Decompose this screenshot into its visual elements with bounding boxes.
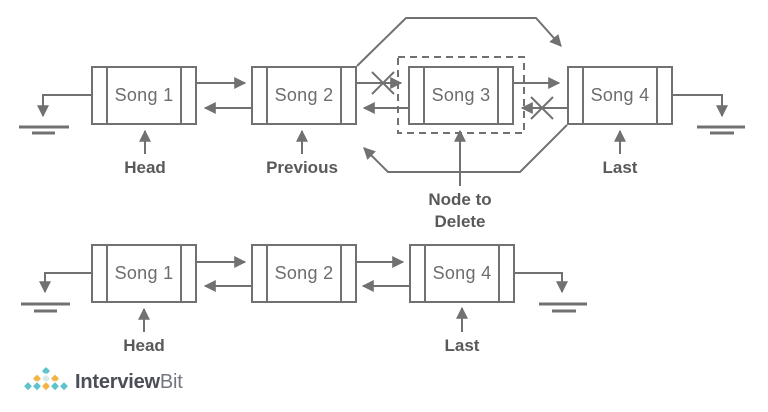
prev-pointer-cell [266,246,268,301]
logo-diamond [49,380,61,392]
last-label-top: Last [602,158,638,177]
logo-text-bit: Bit [159,371,183,393]
next-pointer-cell [180,246,182,301]
node-label: Song 1 [114,263,174,283]
next-pointer-cell [497,68,499,123]
node-song4-bottom: Song 4 [409,244,515,303]
ground-right-bottom-line [515,272,568,294]
node-label: Song 2 [274,85,334,105]
node-to-delete-label: Node to Delete [428,189,491,233]
logo-text-interview: Interview [75,371,160,393]
logo-diamond [31,380,43,392]
node-to-delete-label-line2: Delete [434,212,486,231]
last-label-bottom: Last [444,336,480,355]
node-song1-bottom: Song 1 [91,244,197,303]
next-pointer-cell [180,68,182,123]
next-pointer-cell [340,246,342,301]
node-song3-top: Song 3 [408,66,514,125]
node-label: Song 4 [590,85,650,105]
node-song4-top: Song 4 [567,66,673,125]
node-to-delete-label-line1: Node to [428,190,492,209]
logo-diamond [58,380,70,392]
prev-pointer-cell [423,68,425,123]
logo-diamond [22,380,34,392]
logo-diamond [40,380,52,392]
node-label: Song 4 [432,263,492,283]
prev-pointer-cell [424,246,426,301]
node-song2-top: Song 2 [251,66,357,125]
prev-pointer-cell [266,68,268,123]
next-pointer-cell [498,246,500,301]
head-label-top: Head [124,158,166,177]
bypass-next-pointer-arrow [356,17,562,67]
logo-pyramid-icon [22,365,70,392]
ground-left-bottom-line [39,272,91,294]
node-label: Song 3 [431,85,491,105]
head-label-bottom: Head [123,336,165,355]
ground-right-top-line [673,94,728,118]
prev-pointer-cell [582,68,584,123]
previous-label: Previous [266,158,338,177]
node-label: Song 1 [114,85,174,105]
ground-left-top-line [37,94,91,118]
next-pointer-cell [340,68,342,123]
diagram-strokes [19,17,745,332]
x-mark-icon-next-link [371,71,395,95]
prev-pointer-cell [106,68,108,123]
node-song1-top: Song 1 [91,66,197,125]
x-mark-icon-prev-link [530,96,554,120]
bypass-prev-pointer-arrow [363,124,568,173]
node-song2-bottom: Song 2 [251,244,357,303]
node-label: Song 2 [274,263,334,283]
logo-wordmark: InterviewBit [75,371,183,394]
next-pointer-cell [656,68,658,123]
prev-pointer-cell [106,246,108,301]
